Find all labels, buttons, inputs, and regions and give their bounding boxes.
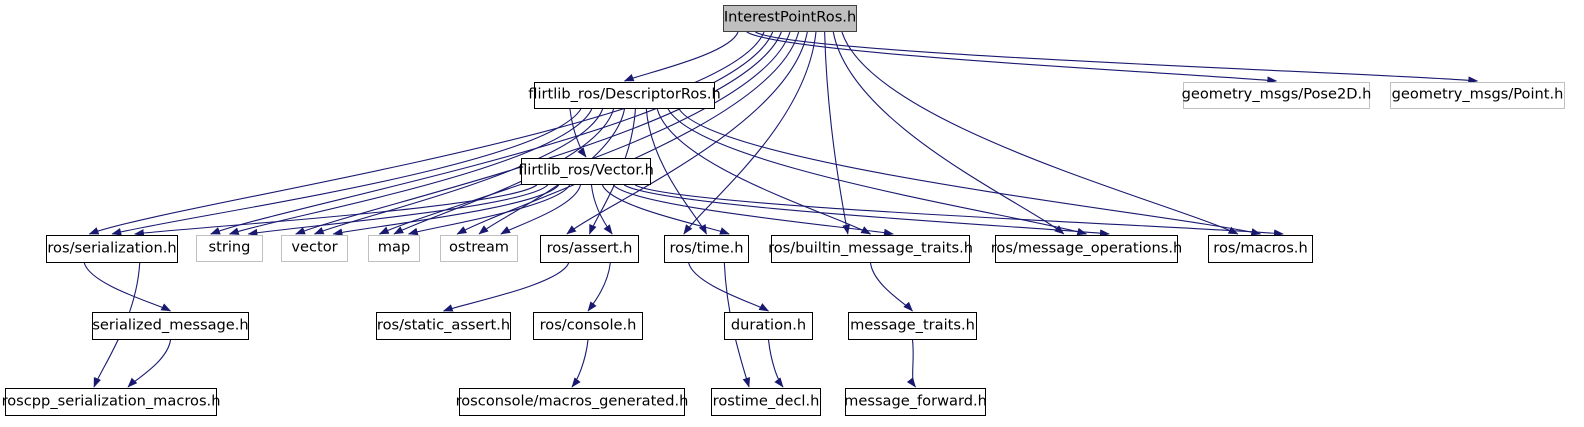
graph-node-pose2d[interactable]: geometry_msgs/Pose2D.h [1181, 82, 1372, 109]
graph-edge-builtin_message_traits-to-message_traits [869, 262, 913, 312]
graph-edge-vectorh-to-builtin_message_traits [612, 184, 894, 237]
graph-edge-interestpointros-to-message_operations [832, 31, 1065, 235]
graph-edge-vectorh-to-string [247, 184, 549, 237]
graph-edge-interestpointros-to-ros_macros [841, 31, 1239, 235]
graph-edge-vectorh-to-ros_assert [590, 184, 613, 235]
graph-node-map[interactable]: map [368, 235, 420, 262]
graph-edge-descriptorros-to-ros_serialization [111, 108, 582, 236]
graph-node-label: ros/static_assert.h [376, 316, 511, 334]
graph-node-rosconsole_macros_generated[interactable]: rosconsole/macros_generated.h [456, 388, 688, 416]
graph-node-message_traits[interactable]: message_traits.h [848, 312, 977, 340]
graph-edge-interestpointros-to-ros_time [683, 31, 817, 235]
graph-node-label: ros/macros.h [1213, 239, 1308, 257]
graph-edge-descriptorros-to-message_operations [667, 108, 1088, 236]
graph-node-label: ros/message_operations.h [990, 239, 1183, 257]
graph-node-label: ros/assert.h [546, 239, 633, 257]
graph-edge-descriptorros-to-vectorh [569, 108, 587, 158]
graph-node-label: rosconsole/macros_generated.h [455, 392, 689, 410]
graph-edge-vectorh-to-ros_macros [634, 184, 1284, 238]
graph-node-label: ros/serialization.h [47, 239, 177, 257]
graph-edge-vectorh-to-ros_serialization [134, 184, 538, 237]
graph-edge-interestpointros-to-ros_serialization [88, 31, 765, 235]
graph-node-ostream[interactable]: ostream [440, 235, 518, 262]
graph-node-interestpointros[interactable]: InterestPointRos.h [723, 5, 857, 32]
graph-node-label: serialized_message.h [92, 316, 249, 334]
graph-node-ros_serialization[interactable]: ros/serialization.h [46, 235, 178, 263]
graph-node-label: message_forward.h [844, 392, 987, 410]
graph-node-duration[interactable]: duration.h [724, 312, 813, 340]
graph-node-label: string [208, 238, 251, 256]
graph-edge-descriptorros-to-ros_time [645, 108, 707, 235]
graph-edge-ros_console-to-rosconsole_macros_generated [571, 339, 589, 388]
graph-edge-interestpointros-to-ostream [456, 31, 800, 235]
graph-node-label: ostream [448, 238, 510, 256]
graph-edge-descriptorros-to-vector [313, 108, 604, 235]
graph-node-roscpp_serialization_macros[interactable]: roscpp_serialization_macros.h [2, 388, 220, 416]
graph-node-vectorh[interactable]: flirtlib_ros/Vector.h [518, 158, 654, 185]
graph-node-point[interactable]: geometry_msgs/Point.h [1390, 82, 1565, 109]
graph-node-label: rostime_decl.h [712, 392, 820, 410]
graph-node-label: geometry_msgs/Point.h [1391, 85, 1564, 103]
graph-edge-duration-to-rostime_decl [767, 339, 784, 388]
graph-edge-vectorh-to-map [407, 184, 571, 236]
graph-node-ros_macros[interactable]: ros/macros.h [1208, 235, 1313, 263]
graph-edge-interestpointros-to-pose2d [746, 31, 1278, 85]
graph-node-label: InterestPointRos.h [723, 8, 857, 26]
graph-node-label: ros/builtin_message_traits.h [768, 239, 973, 257]
graph-edge-serialized_message-to-roscpp_serialization_macros [127, 339, 172, 388]
graph-node-ros_time[interactable]: ros/time.h [664, 235, 749, 263]
graph-edge-vectorh-to-vector [332, 184, 560, 236]
graph-edge-interestpointros-to-map [378, 31, 791, 235]
graph-edge-message_traits-to-message_forward [906, 339, 916, 388]
graph-edge-vectorh-to-ros_time [601, 184, 730, 235]
graph-edge-ros_time-to-duration [688, 262, 770, 312]
graph-node-label: ros/time.h [669, 239, 744, 257]
graph-node-message_forward[interactable]: message_forward.h [844, 388, 987, 416]
graph-edge-vectorh-to-message_operations [623, 184, 1110, 237]
graph-node-label: ros/console.h [539, 316, 637, 334]
graph-node-message_operations[interactable]: ros/message_operations.h [991, 235, 1182, 263]
edge-paths [83, 31, 1479, 388]
graph-edge-descriptorros-to-map [393, 108, 615, 235]
graph-edge-ros_assert-to-ros_console [587, 262, 611, 312]
graph-node-label: flirtlib_ros/Vector.h [518, 161, 654, 179]
graph-edge-ros_assert-to-static_assert [442, 262, 570, 312]
graph-edge-descriptorros-to-ros_macros [678, 108, 1262, 236]
graph-edge-interestpointros-to-point [755, 31, 1479, 85]
graph-node-label: map [377, 238, 411, 256]
graph-node-label: vector [291, 238, 338, 256]
graph-node-static_assert[interactable]: ros/static_assert.h [376, 312, 511, 340]
graph-edge-descriptorros-to-builtin_message_traits [656, 108, 872, 235]
graph-edge-interestpointros-to-vector [295, 31, 782, 235]
graph-node-rostime_decl[interactable]: rostime_decl.h [711, 388, 821, 416]
graph-edge-descriptorros-to-ostream [478, 108, 626, 235]
graph-edge-interestpointros-to-descriptorros [623, 31, 739, 82]
graph-edge-vectorh-to-ostream [500, 184, 582, 235]
graph-edge-descriptorros-to-string [228, 108, 593, 235]
graph-node-descriptorros[interactable]: flirtlib_ros/DescriptorRos.h [528, 82, 721, 109]
graph-node-ros_console[interactable]: ros/console.h [533, 312, 643, 340]
graph-node-string[interactable]: string [196, 235, 263, 262]
graph-edge-ros_serialization-to-serialized_message [83, 262, 172, 312]
graph-edge-interestpointros-to-ros_assert [566, 31, 808, 235]
graph-node-label: roscpp_serialization_macros.h [1, 392, 221, 410]
graph-edge-interestpointros-to-builtin_message_traits [824, 31, 850, 235]
graph-edge-interestpointros-to-string [210, 31, 774, 235]
graph-node-label: duration.h [730, 316, 807, 334]
graph-node-vector[interactable]: vector [281, 235, 348, 262]
graph-node-builtin_message_traits[interactable]: ros/builtin_message_traits.h [768, 235, 973, 263]
graph-node-serialized_message[interactable]: serialized_message.h [92, 312, 249, 340]
graph-node-label: flirtlib_ros/DescriptorRos.h [528, 85, 721, 103]
graph-node-ros_assert[interactable]: ros/assert.h [540, 235, 639, 263]
graph-node-label: message_traits.h [850, 316, 975, 334]
graph-node-label: geometry_msgs/Pose2D.h [1181, 85, 1372, 103]
